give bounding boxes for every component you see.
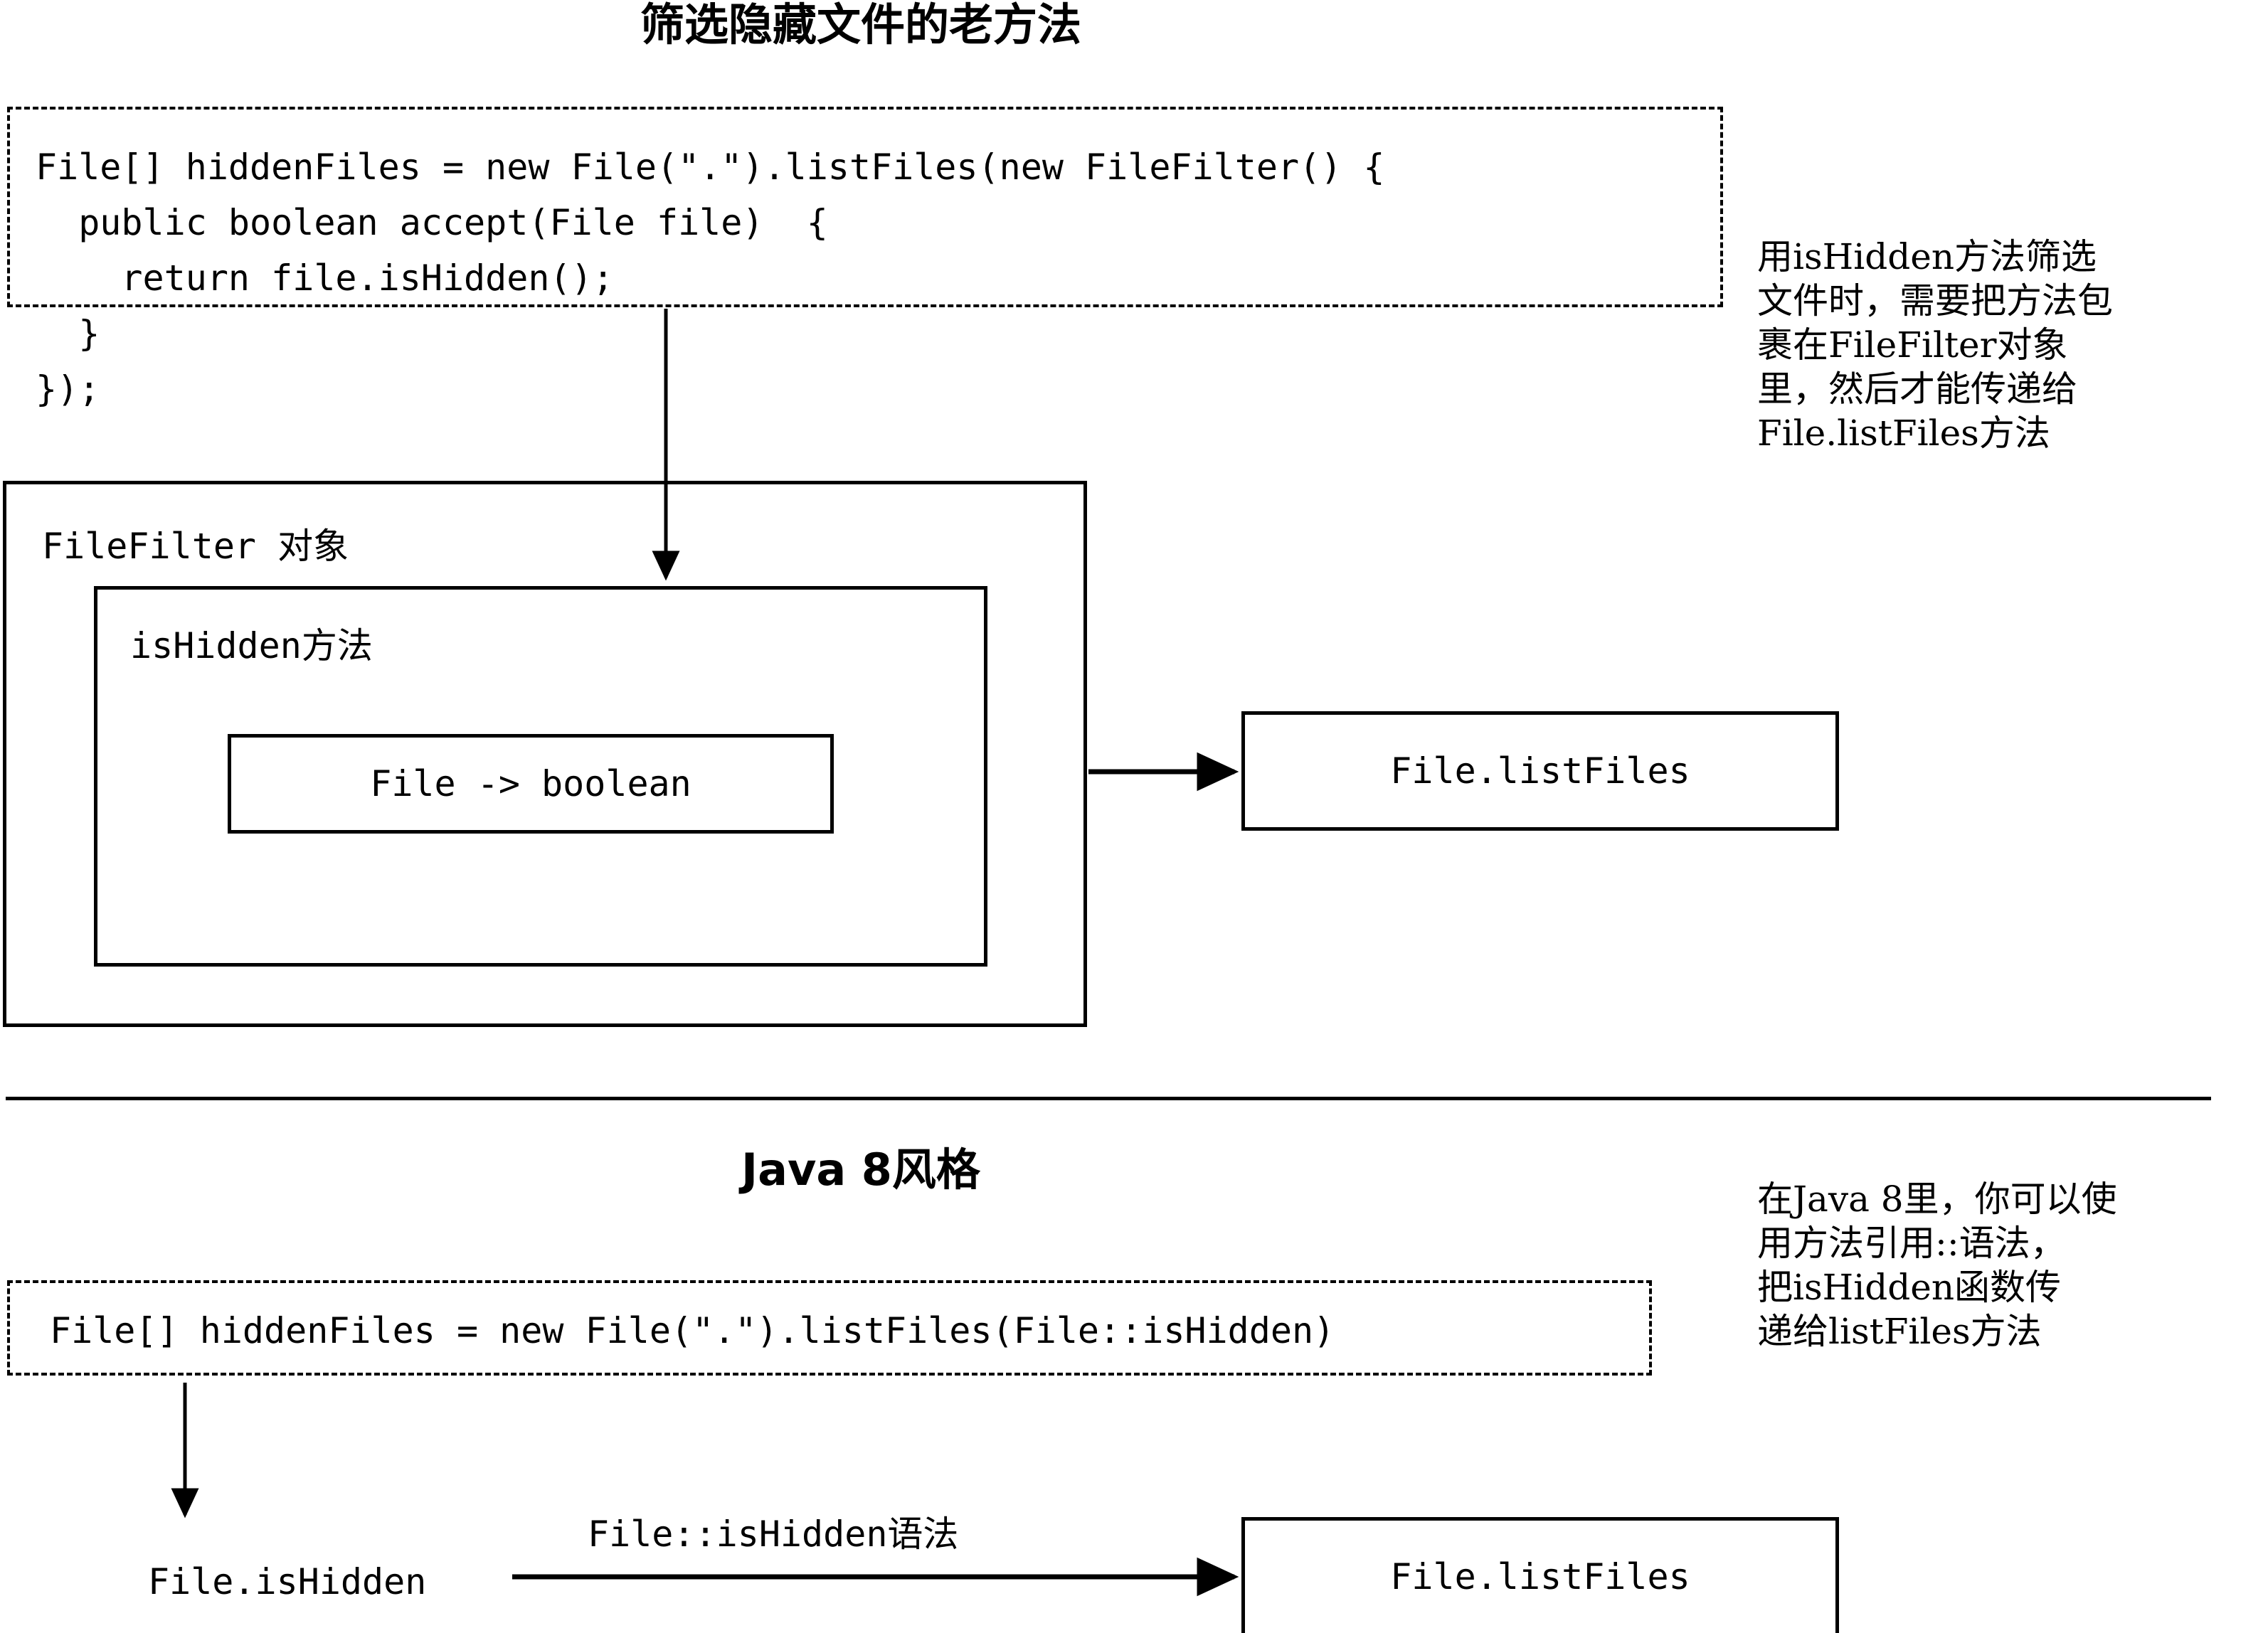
java8-code-text: File[] hiddenFiles = new File(".").listF…	[50, 1310, 1335, 1351]
signature-box: File -> boolean	[228, 734, 834, 834]
file-listfiles-box-java8: File.listFiles	[1241, 1517, 1839, 1633]
old-way-annotation: 用isHidden方法筛选 文件时，需要把方法包 裹在FileFilter对象 …	[1757, 236, 2113, 454]
section-divider	[6, 1097, 2211, 1100]
old-way-title: 筛选隐藏文件的老方法	[640, 0, 1081, 50]
file-listfiles-label-java8: File.listFiles	[1390, 1556, 1690, 1597]
file-listfiles-label-old: File.listFiles	[1390, 750, 1690, 792]
filefilter-object-label: FileFilter 对象	[42, 526, 349, 567]
filefilter-object-box: FileFilter 对象	[3, 481, 1087, 1027]
ishidden-method-label: isHidden方法	[130, 625, 373, 666]
java8-annotation: 在Java 8里，你可以使 用方法引用::语法， 把isHidden函数传 递给…	[1757, 1179, 2117, 1352]
signature-label: File -> boolean	[370, 763, 691, 804]
file-listfiles-box-old: File.listFiles	[1241, 711, 1839, 831]
old-way-code-block: File[] hiddenFiles = new File(".").listF…	[7, 107, 1723, 410]
method-reference-arrow-label: File::isHidden语法	[588, 1514, 959, 1555]
java8-code-block: File[] hiddenFiles = new File(".").listF…	[7, 1280, 1652, 1376]
ishidden-method-box: isHidden方法	[94, 586, 987, 967]
file-ishidden-label: File.isHidden	[148, 1561, 427, 1602]
old-way-code-text: File[] hiddenFiles = new File(".").listF…	[36, 147, 1385, 410]
java8-title: Java 8风格	[741, 1144, 980, 1196]
